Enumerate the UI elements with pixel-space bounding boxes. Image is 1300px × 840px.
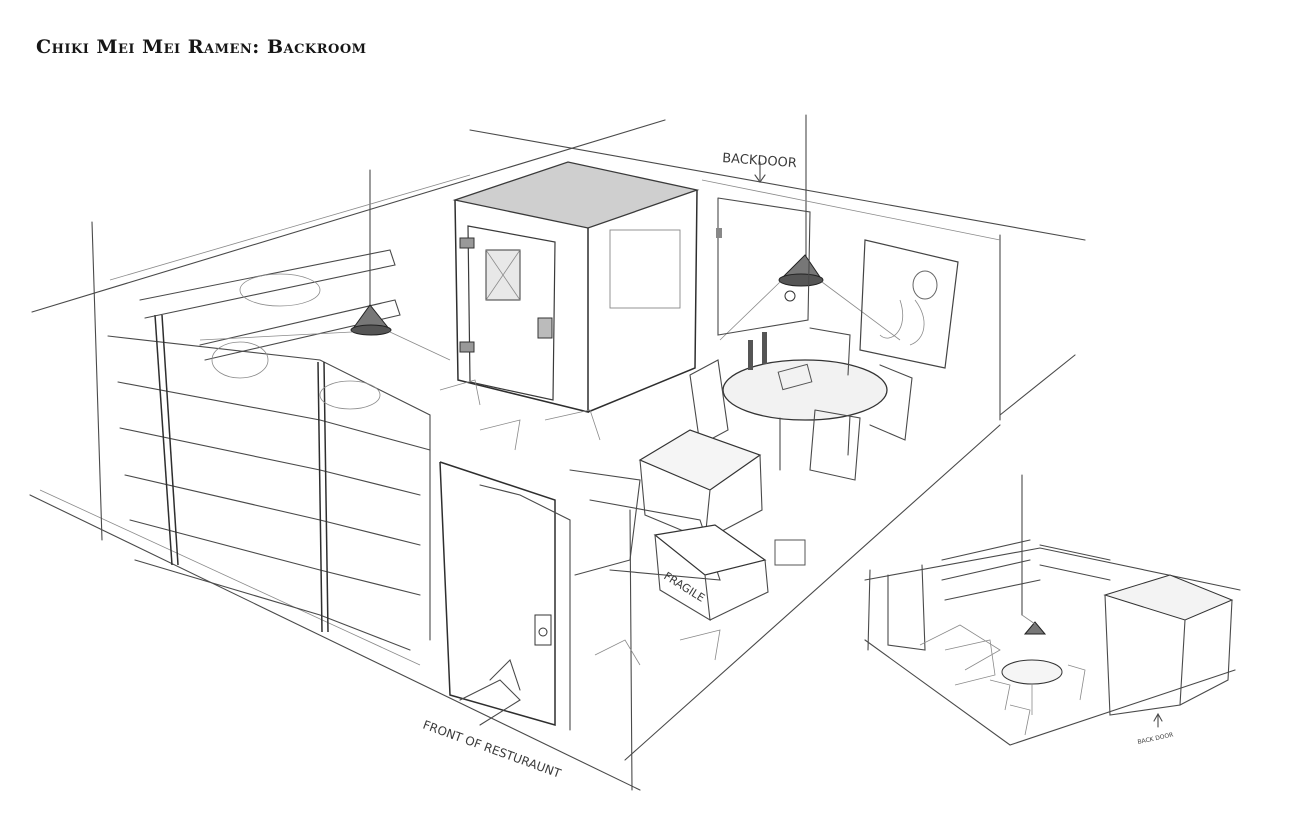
sheet-title: Chiki Mei Mei Ramen: Backroom bbox=[36, 36, 367, 58]
small-backdoor-label: BACK DOOR bbox=[1137, 732, 1174, 746]
wall-poster bbox=[859, 239, 959, 369]
overview-sketch: BACK DOOR bbox=[864, 474, 1241, 746]
front-of-restaurant-label: FRONT OF RESTURAUNT bbox=[421, 718, 563, 781]
pendant-lamps bbox=[199, 254, 901, 361]
dining-table bbox=[689, 327, 913, 481]
backdoor-label: BACKDOOR bbox=[722, 151, 798, 171]
cardboard-boxes: FRAGILE bbox=[439, 379, 806, 666]
back-door: BACKDOOR bbox=[716, 151, 811, 336]
walk-in-freezer bbox=[452, 161, 700, 413]
storage-shelves bbox=[107, 249, 431, 651]
fragile-label: FRAGILE bbox=[661, 570, 707, 605]
front-door: FRONT OF RESTURAUNT bbox=[421, 461, 571, 781]
room-construction-lines bbox=[29, 114, 1086, 791]
